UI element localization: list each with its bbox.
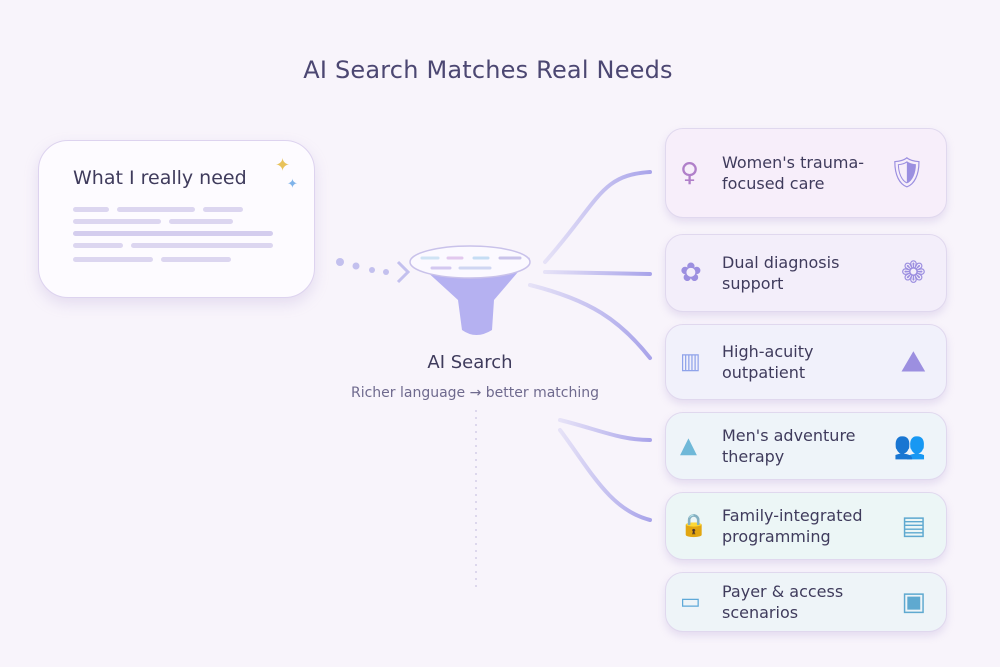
- card-payer-access[interactable]: ▭ Payer & access scenarios ▣: [665, 572, 947, 632]
- arrow-5: [558, 428, 652, 522]
- card-family-integrated[interactable]: 🔒 Family-integrated programming ▤: [665, 492, 947, 560]
- sparkle-icon: ✦: [275, 155, 291, 176]
- group-icon: 👥: [893, 431, 926, 461]
- card-high-acuity[interactable]: ▥ High-acuity outpatient ⛰: [665, 324, 947, 400]
- connected-brain-icon: ❁: [900, 255, 926, 291]
- card-dual-diagnosis[interactable]: ✿ Dual diagnosis support ❁: [665, 234, 947, 312]
- page-title: AI Search Matches Real Needs: [303, 56, 673, 84]
- card-label: Payer & access scenarios: [722, 582, 844, 622]
- arrow-1: [543, 170, 652, 264]
- sparkle-icon: ✦: [287, 177, 298, 192]
- card-womens-trauma[interactable]: ♀ Women's trauma-focused care 🛡: [665, 128, 947, 218]
- credit-card-icon: ▭: [680, 589, 701, 615]
- dots-left: [336, 258, 389, 275]
- card-label: Family-integrated programming: [722, 506, 863, 546]
- id-card-check-icon: ▣: [901, 587, 926, 617]
- arrow-2: [543, 270, 652, 276]
- heart-shield-icon: 🛡: [887, 155, 926, 191]
- mountain-trend-icon: ⛰: [900, 344, 926, 380]
- brain-icon: ✿: [680, 258, 702, 288]
- card-mens-adventure[interactable]: ▲ Men's adventure therapy 👥: [665, 412, 947, 480]
- lock-icon: 🔒: [680, 513, 708, 539]
- card-label: Women's trauma-focused care: [722, 153, 865, 193]
- bar-chart-icon: ▥: [680, 349, 701, 375]
- female-symbol-icon: ♀: [680, 158, 700, 188]
- ai-search-label: AI Search: [427, 352, 513, 373]
- mountain-icon: ▲: [680, 433, 697, 459]
- arrow-4: [558, 418, 652, 442]
- card-label: Men's adventure therapy: [722, 426, 856, 466]
- arrow-3: [528, 283, 652, 360]
- checked-card-icon: ▤: [901, 511, 926, 541]
- card-label: Dual diagnosis support: [722, 253, 840, 293]
- bubble-title: What I really need: [73, 167, 247, 189]
- ai-search-caption: Richer language → better matching: [350, 385, 600, 401]
- user-need-bubble: What I really need ✦ ✦: [38, 140, 315, 298]
- card-label: High-acuity outpatient: [722, 342, 814, 382]
